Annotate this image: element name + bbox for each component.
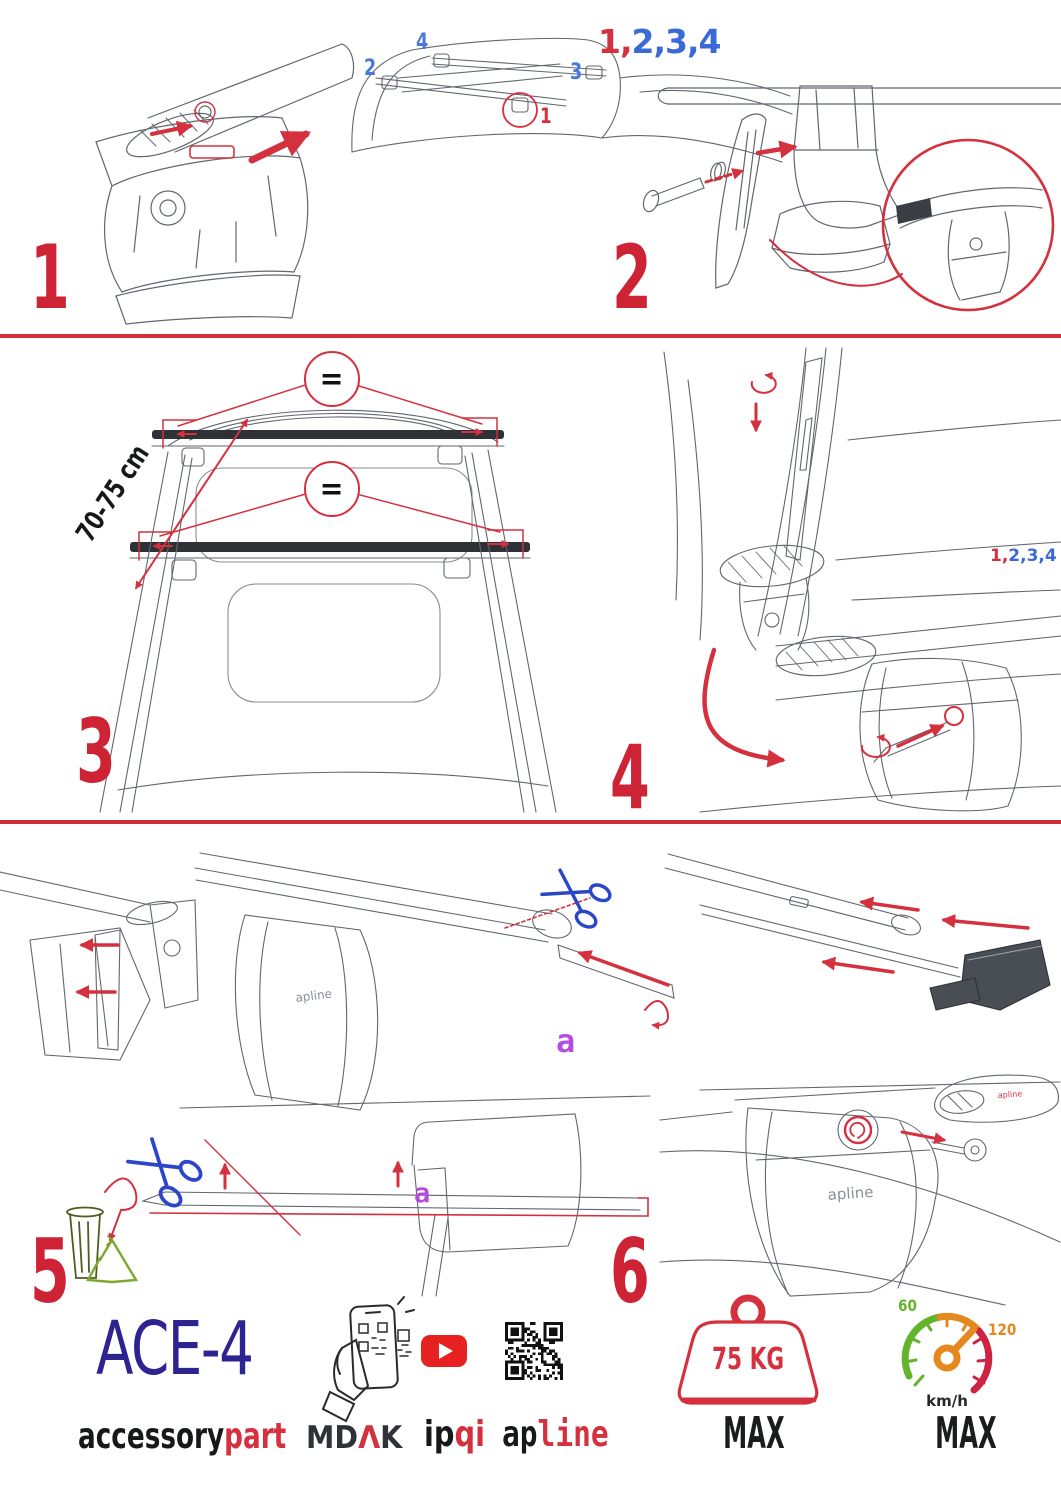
strip-label-a-1: a [556, 1022, 576, 1060]
car-position-label-1: 1 [540, 104, 552, 128]
step5-panel-strip-cut: apline [194, 852, 675, 1111]
crossbar-order-label: 1,2,3,4 [598, 22, 721, 61]
car-roof-top-view [351, 37, 793, 163]
weight-limit-value: 75 KG [712, 1342, 785, 1377]
phone-scan-icon [321, 1296, 415, 1423]
step3-illustration [99, 376, 557, 813]
step-1-number: 1 [30, 226, 70, 329]
scissors-icon [120, 1129, 206, 1212]
brand-ipqi: ipqi [424, 1414, 485, 1455]
equal-spacing-badge-2: = [304, 461, 360, 517]
weight-icon [677, 1294, 819, 1405]
car-position-label-4: 4 [416, 30, 429, 55]
foot-logo-text: apline [295, 987, 333, 1005]
step4-illustration [663, 347, 1061, 813]
strip-label-a-2: a [414, 1178, 431, 1209]
speed-unit-label: km/h [926, 1392, 968, 1410]
weight-limit-max-label: MAX [723, 1408, 785, 1459]
step-4-number: 4 [610, 726, 650, 829]
step-5-number: 5 [30, 1220, 70, 1323]
qr-code [505, 1322, 563, 1380]
speed-limit-max-label: MAX [935, 1408, 997, 1459]
brand-accessorypart: accessorypart [78, 1416, 287, 1457]
speed-low-label: 60 [898, 1296, 917, 1315]
step1-illustration [95, 43, 355, 325]
youtube-icon [421, 1335, 467, 1367]
car-position-label-2: 2 [364, 56, 377, 81]
endcap-logo-text: apline [998, 1089, 1023, 1100]
step-6-number: 6 [610, 1220, 650, 1323]
speed-high-label: 120 [988, 1320, 1017, 1339]
trash-bin-icon [66, 1206, 104, 1279]
step2-illustration [642, 85, 1061, 312]
section-divider-1 [0, 334, 1061, 338]
speedometer-icon [901, 1312, 993, 1394]
brand-apline: apline [502, 1414, 609, 1455]
foot-logo-text: apline [827, 1183, 874, 1204]
step5-panel-foot [0, 871, 199, 1061]
model-name: ACE-4 [96, 1306, 254, 1392]
step-3-number: 3 [76, 700, 116, 803]
brand-mdak: MDΛK [306, 1420, 403, 1456]
recycle-icon [86, 1235, 139, 1284]
step5-panel-endcap [664, 853, 1051, 1011]
step-2-number: 2 [612, 226, 652, 329]
equal-spacing-badge-1: = [304, 351, 360, 407]
scissors-icon [536, 861, 615, 932]
step5-illustration [66, 1095, 651, 1297]
section-divider-2 [0, 820, 1061, 824]
car-position-label-3: 3 [570, 60, 583, 85]
step6-illustration: apline apline [659, 1074, 1061, 1306]
crossbar-order-label-small: 1,2,3,4 [990, 546, 1057, 566]
